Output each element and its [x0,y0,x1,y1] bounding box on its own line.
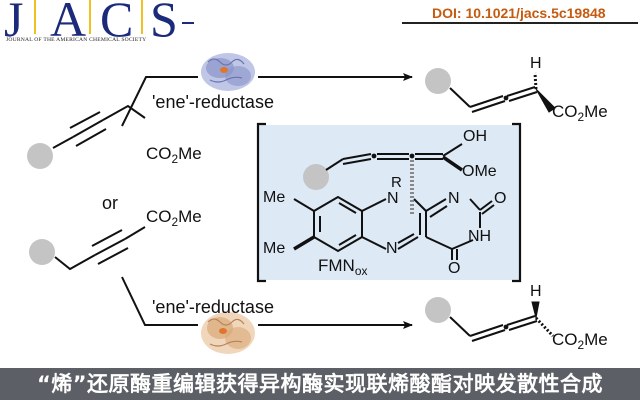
substrate-2-ester: CO2Me [146,207,202,230]
intermediate-o-bottom: O [448,260,461,277]
ester-me: Me [178,207,202,226]
logo-divider [34,0,36,34]
ester-subscript: 2 [577,338,585,353]
logo-letter-j: J [4,0,24,47]
ester-co: CO [552,330,578,349]
cofactor-subscript: ox [354,264,368,279]
intermediate-n-top: N [387,190,399,207]
product-top-h: H [530,55,542,72]
ester-subscript: 2 [171,215,179,230]
ester-me: Me [584,102,608,121]
intermediate-nh: NH [468,228,492,245]
intermediate-oh: OH [463,128,487,145]
intermediate-me-bottom: Me [263,240,286,257]
logo-letter-a: A [50,0,87,47]
caption-text: “烯”还原酶重编辑获得异构酶实现联烯酸酯对映发散性合成 [36,372,604,396]
product-bottom-structure [425,297,555,342]
substituent-circle [303,164,329,190]
logo-divider [141,0,143,34]
substituent-circle [425,297,451,323]
substituent-circle [27,143,53,169]
substituent-circle [425,68,451,94]
ester-me: Me [584,330,608,349]
top-reaction-arrow [121,73,413,127]
ester-subscript: 2 [171,152,179,167]
intermediate-me-top: Me [263,189,286,206]
product-top-structure [425,68,556,113]
substrate-1-ester: CO2Me [146,144,202,167]
left-bracket [256,122,266,283]
intermediate-r: R [391,174,402,191]
logo-subtitle: JOURNAL OF THE AMERICAN CHEMICAL SOCIETY [6,37,147,43]
enzyme-structure-top-icon [201,53,255,91]
journal-logo: J A C S JOURNAL OF THE AMERICAN CHEMICAL… [0,0,194,47]
product-bottom-ester: CO2Me [552,330,608,353]
logo-letter-c: C [100,0,134,47]
intermediate-n-ring: N [448,190,460,207]
or-label: or [102,193,119,213]
cofactor-name: FMN [318,256,355,275]
enzyme-structure-bottom-icon [201,312,255,354]
top-enzyme-label: 'ene'-reductase [152,92,274,112]
ester-co: CO [146,207,172,226]
doi-label: DOI: 10.1021/jacs.5c19848 [432,5,606,21]
bottom-enzyme-label: 'ene'-reductase [152,297,274,317]
ester-co: CO [146,144,172,163]
ester-subscript: 2 [577,110,585,125]
substrate-1-structure [27,104,146,169]
bottom-reaction-arrow [121,276,413,329]
product-top-ester: CO2Me [552,102,608,125]
header-rule [402,22,638,24]
logo-divider [89,0,91,34]
product-bottom-h: H [530,283,542,300]
substituent-circle [29,239,55,265]
caption-bar [0,368,640,400]
intermediate-structure [293,143,495,260]
intermediate-o-right: O [494,190,507,207]
substrate-2-structure [29,226,146,271]
right-bracket [512,122,522,283]
reaction-scheme [27,53,556,354]
ester-me: Me [178,144,202,163]
ester-co: CO [552,102,578,121]
intermediate-ome: OMe [462,163,497,180]
cofactor-label: FMNox [318,256,368,279]
intermediate-n-bottom: N [386,240,398,257]
logo-dash [182,22,194,24]
logo-letter-s: S [150,0,178,47]
